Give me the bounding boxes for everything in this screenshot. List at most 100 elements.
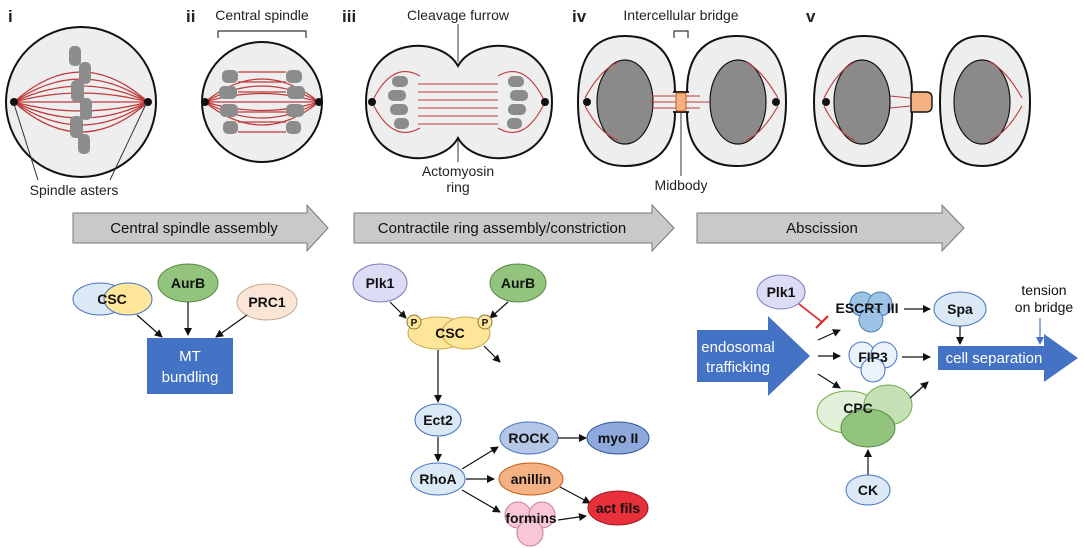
plk1-node-3: Plk1	[756, 274, 806, 310]
chromosomes-i	[69, 46, 92, 154]
arrow-prc1-mt	[215, 314, 248, 338]
svg-text:Ect2: Ect2	[423, 412, 453, 428]
svg-text:myo II: myo II	[598, 430, 638, 446]
mt-bundling-box: MT bundling	[147, 338, 233, 394]
svg-text:act fils: act fils	[596, 500, 641, 516]
pathway-central-spindle: CSC AurB PRC1 MT bundling	[72, 263, 298, 394]
inhibition-plk1-escrt	[798, 303, 829, 329]
spindle-pole-left-ii	[201, 98, 209, 106]
svg-text:bundling: bundling	[162, 369, 219, 386]
arrow-endo-escrt	[817, 329, 841, 341]
svg-text:AurB: AurB	[501, 275, 535, 291]
plk1-node-2: Plk1	[352, 263, 408, 303]
cleavage-furrow-label: Cleavage furrow	[407, 7, 510, 23]
formins-node: formins	[504, 501, 557, 547]
spindle-pole-left-v	[822, 98, 830, 106]
central-spindle-bracket	[217, 30, 307, 38]
arrow-rhoa-rock	[461, 446, 499, 470]
spindle-pole-left-iv	[583, 98, 591, 106]
intercellular-bridge-bracket	[673, 30, 689, 38]
stage-iv: iv Intercellular bridge Midbody	[572, 7, 788, 193]
arrow-endo-cpc	[817, 373, 841, 389]
stage-i: i Spindle asters	[5, 7, 157, 198]
aurb-node-2: AurB	[489, 263, 547, 303]
cell-iii	[364, 44, 554, 160]
svg-text:CSC: CSC	[97, 291, 127, 307]
stage-numeral-i: i	[8, 7, 13, 26]
aurb-node-1: AurB	[157, 263, 219, 303]
arrow-csc-offpath	[483, 345, 501, 363]
arrow-rhoa-formins	[461, 489, 501, 513]
midbody-v	[910, 91, 933, 113]
phase-label-central-spindle: Central spindle assembly	[110, 220, 278, 237]
tension-label-1: tension	[1021, 282, 1066, 298]
svg-text:PRC1: PRC1	[248, 294, 286, 310]
stage-ii: ii Central spindle	[186, 7, 323, 163]
phase-label-contractile-ring: Contractile ring assembly/constriction	[378, 220, 626, 237]
phase-arrow-central-spindle: Central spindle assembly	[72, 203, 329, 253]
svg-text:Spa: Spa	[947, 301, 973, 317]
svg-text:P: P	[482, 318, 489, 329]
svg-text:trafficking: trafficking	[706, 359, 770, 376]
ck-node: CK	[845, 474, 891, 506]
prc1-node: PRC1	[236, 283, 298, 321]
spindle-fibers-iii	[371, 71, 546, 133]
svg-text:cell separation: cell separation	[946, 350, 1043, 367]
stage-iii: iii Cleavage furrow Actomyosin ring	[342, 7, 554, 195]
rhoa-node: RhoA	[410, 462, 466, 496]
pointer-line-right-i	[109, 103, 147, 181]
svg-text:CSC: CSC	[435, 325, 465, 341]
cpc-node: CPC	[816, 384, 913, 448]
stage-numeral-iv: iv	[572, 7, 587, 26]
fip3-node: FIP3	[848, 341, 898, 383]
svg-text:Plk1: Plk1	[366, 275, 395, 291]
arrow-formins-actfils	[557, 513, 587, 521]
spindle-fibers-ii	[204, 71, 320, 133]
central-spindle-label: Central spindle	[215, 7, 309, 23]
arrow-plk1-csc	[389, 301, 407, 319]
endosomal-trafficking-arrow: endosomal trafficking	[697, 316, 810, 396]
nucleus-iv-left	[596, 59, 654, 145]
svg-text:AurB: AurB	[171, 275, 205, 291]
chromosomes-ii	[219, 70, 305, 134]
arrow-csc-mt	[136, 314, 163, 338]
actomyosin-label: Actomyosin	[422, 163, 494, 179]
phospho-right	[477, 314, 493, 330]
svg-text:CK: CK	[858, 482, 878, 498]
stage-v: v	[806, 7, 1032, 168]
svg-text:P: P	[411, 318, 418, 329]
arrow-cpc-cellsep	[909, 381, 929, 399]
spindle-pole-left-iii	[368, 98, 376, 106]
pathway-abscission: Plk1 ESCRT III Spa tension on bridge end…	[697, 274, 1078, 506]
svg-text:CPC: CPC	[843, 400, 873, 416]
rock-node: ROCK	[499, 421, 559, 455]
spa-node: Spa	[933, 291, 987, 327]
ring-label: ring	[446, 179, 469, 195]
stage-numeral-iii: iii	[342, 7, 356, 26]
phase-arrows: Central spindle assembly Contractile rin…	[72, 203, 965, 253]
midbody-iv	[675, 92, 687, 112]
svg-text:anillin: anillin	[511, 471, 551, 487]
svg-text:endosomal: endosomal	[701, 339, 774, 356]
arrow-aurb-csc	[489, 301, 509, 319]
spindle-pole-right-iv	[772, 98, 780, 106]
pathway-contractile-ring: Plk1 AurB CSC P P Ect2 RhoA	[352, 263, 650, 547]
phase-label-abscission: Abscission	[786, 220, 858, 237]
stage-numeral-v: v	[806, 7, 816, 26]
stage-numeral-ii: ii	[186, 7, 195, 26]
phase-arrow-contractile-ring: Contractile ring assembly/constriction	[353, 203, 675, 253]
actfils-node: act fils	[587, 490, 649, 526]
anillin-node: anillin	[498, 462, 564, 496]
pointer-line-left-i	[13, 103, 39, 181]
myo-node: myo II	[586, 421, 650, 455]
midbody-label: Midbody	[655, 177, 708, 193]
svg-text:formins: formins	[505, 510, 557, 526]
csc-node-1: CSC	[72, 282, 153, 316]
svg-text:Plk1: Plk1	[767, 284, 796, 300]
svg-text:FIP3: FIP3	[858, 349, 888, 365]
escrt-node: ESCRT III	[835, 291, 899, 333]
svg-text:MT: MT	[179, 348, 201, 365]
tension-label-2: on bridge	[1015, 299, 1074, 315]
ect2-node: Ect2	[414, 403, 462, 437]
